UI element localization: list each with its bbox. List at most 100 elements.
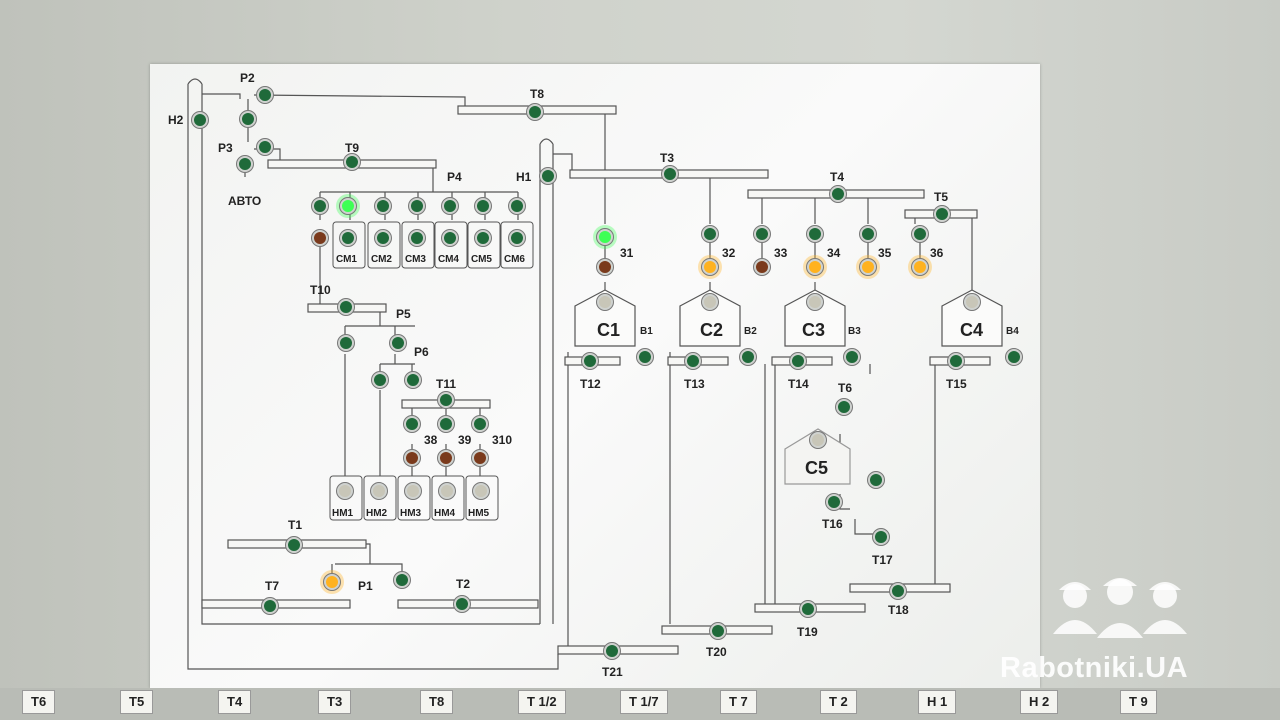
- indicator-lamp: [856, 255, 880, 279]
- indicator-lamp: [593, 225, 617, 249]
- indicator-lamp: [835, 398, 853, 416]
- label-32: 32: [722, 246, 736, 260]
- indicator-lamp: [803, 255, 827, 279]
- indicator-lamps: [191, 86, 1023, 660]
- silo-c3: С3: [784, 289, 846, 347]
- label-t20: Т20: [706, 645, 727, 659]
- indicator-lamp: [472, 482, 490, 500]
- indicator-lamp: [806, 225, 824, 243]
- indicator-lamp: [403, 449, 421, 467]
- indicator-lamp: [441, 229, 459, 247]
- indicator-lamp: [239, 110, 257, 128]
- indicator-lamp: [508, 229, 526, 247]
- silo-c5: С5: [784, 428, 851, 485]
- label-hm5: НМ5: [468, 508, 490, 519]
- indicator-lamp: [389, 334, 407, 352]
- indicator-lamp: [596, 258, 614, 276]
- silo-label-c5: С5: [805, 458, 828, 478]
- label-hm3: НМ3: [400, 508, 422, 519]
- indicator-lamp: [526, 103, 544, 121]
- bottom-tag: Т 7: [720, 690, 757, 714]
- indicator-lamp: [661, 165, 679, 183]
- bottom-tag: Т 1/7: [620, 690, 668, 714]
- indicator-lamp: [739, 348, 757, 366]
- label-t4: Т4: [830, 170, 844, 184]
- indicator-lamp: [508, 197, 526, 215]
- watermark-text: Rabotniki.UA: [1000, 652, 1189, 684]
- indicator-lamp: [408, 197, 426, 215]
- indicator-lamp: [581, 352, 599, 370]
- indicator-lamp: [337, 334, 355, 352]
- label-t13: Т13: [684, 377, 705, 391]
- label-t10: Т10: [310, 283, 331, 297]
- label-avto: АВТО: [228, 194, 261, 208]
- indicator-lamp: [311, 229, 329, 247]
- label-35: 35: [878, 246, 892, 260]
- indicator-lamp: [256, 86, 274, 104]
- indicator-lamp: [596, 293, 614, 311]
- label-t8: Т8: [530, 87, 544, 101]
- indicator-lamp: [789, 352, 807, 370]
- label-p2: Р2: [240, 71, 255, 85]
- indicator-lamp: [859, 225, 877, 243]
- label-t14: Т14: [788, 377, 809, 391]
- label-t11: Т11: [436, 377, 456, 391]
- indicator-lamp: [809, 431, 827, 449]
- indicator-lamp: [471, 415, 489, 433]
- indicator-lamp: [339, 229, 357, 247]
- mimic-diagram: С1 С2 С3 С4 С5 Н2 Р2 Р3 АВТО: [168, 71, 1023, 679]
- mimic-labels: Н2 Р2 Р3 АВТО Т9 Т8 Н1 Р4 Т3 Т4 Т5 СМ1 С…: [168, 71, 1019, 679]
- label-cm6: СМ6: [504, 254, 525, 265]
- label-t9: Т9: [345, 141, 359, 155]
- indicator-lamp: [336, 482, 354, 500]
- indicator-lamp: [911, 225, 929, 243]
- indicator-lamp: [374, 229, 392, 247]
- indicator-lamp: [437, 391, 455, 409]
- silo-c2: С2: [679, 289, 741, 347]
- label-33: 33: [774, 246, 788, 260]
- indicator-lamp: [404, 371, 422, 389]
- bottom-tag: Н 1: [918, 690, 957, 714]
- silo-label-c3: С3: [802, 320, 825, 340]
- indicator-lamp: [474, 229, 492, 247]
- indicator-lamp: [701, 293, 719, 311]
- bottom-tag: Т 1/2: [518, 690, 566, 714]
- indicator-lamp: [374, 197, 392, 215]
- label-36: 36: [930, 246, 944, 260]
- label-p4: Р4: [447, 170, 462, 184]
- indicator-lamp: [908, 255, 932, 279]
- indicator-lamp: [636, 348, 654, 366]
- indicator-lamp: [603, 642, 621, 660]
- indicator-lamp: [404, 482, 422, 500]
- indicator-lamp: [753, 225, 771, 243]
- indicator-lamp: [753, 258, 771, 276]
- indicator-lamp: [320, 570, 344, 594]
- label-38: 38: [424, 433, 438, 447]
- label-cm1: СМ1: [336, 254, 357, 265]
- label-hm4: НМ4: [434, 508, 456, 519]
- indicator-lamp: [933, 205, 951, 223]
- label-t17: Т17: [872, 553, 893, 567]
- label-t7: Т7: [265, 579, 279, 593]
- label-t6-mimic: Т6: [838, 381, 852, 395]
- indicator-lamp: [889, 582, 907, 600]
- indicator-lamp: [285, 536, 303, 554]
- indicator-lamp: [437, 449, 455, 467]
- silo-c1: С1: [574, 289, 636, 347]
- label-b4: В4: [1006, 326, 1019, 337]
- label-hm1: НМ1: [332, 508, 354, 519]
- indicator-lamp: [437, 415, 455, 433]
- silo-label-c4: С4: [960, 320, 983, 340]
- mimic-panel: С1 С2 С3 С4 С5 Н2 Р2 Р3 АВТО: [150, 64, 1040, 688]
- bottom-tag: Т3: [318, 690, 352, 714]
- indicator-lamp: [393, 571, 411, 589]
- indicator-lamp: [453, 595, 471, 613]
- label-cm5: СМ5: [471, 254, 492, 265]
- bottom-tag: Т5: [120, 690, 154, 714]
- indicator-lamp: [872, 528, 890, 546]
- indicator-lamp: [236, 155, 254, 173]
- indicator-lamp: [698, 255, 722, 279]
- indicator-lamp: [963, 293, 981, 311]
- bottom-tag: Н 2: [1020, 690, 1059, 714]
- label-p5: Р5: [396, 307, 411, 321]
